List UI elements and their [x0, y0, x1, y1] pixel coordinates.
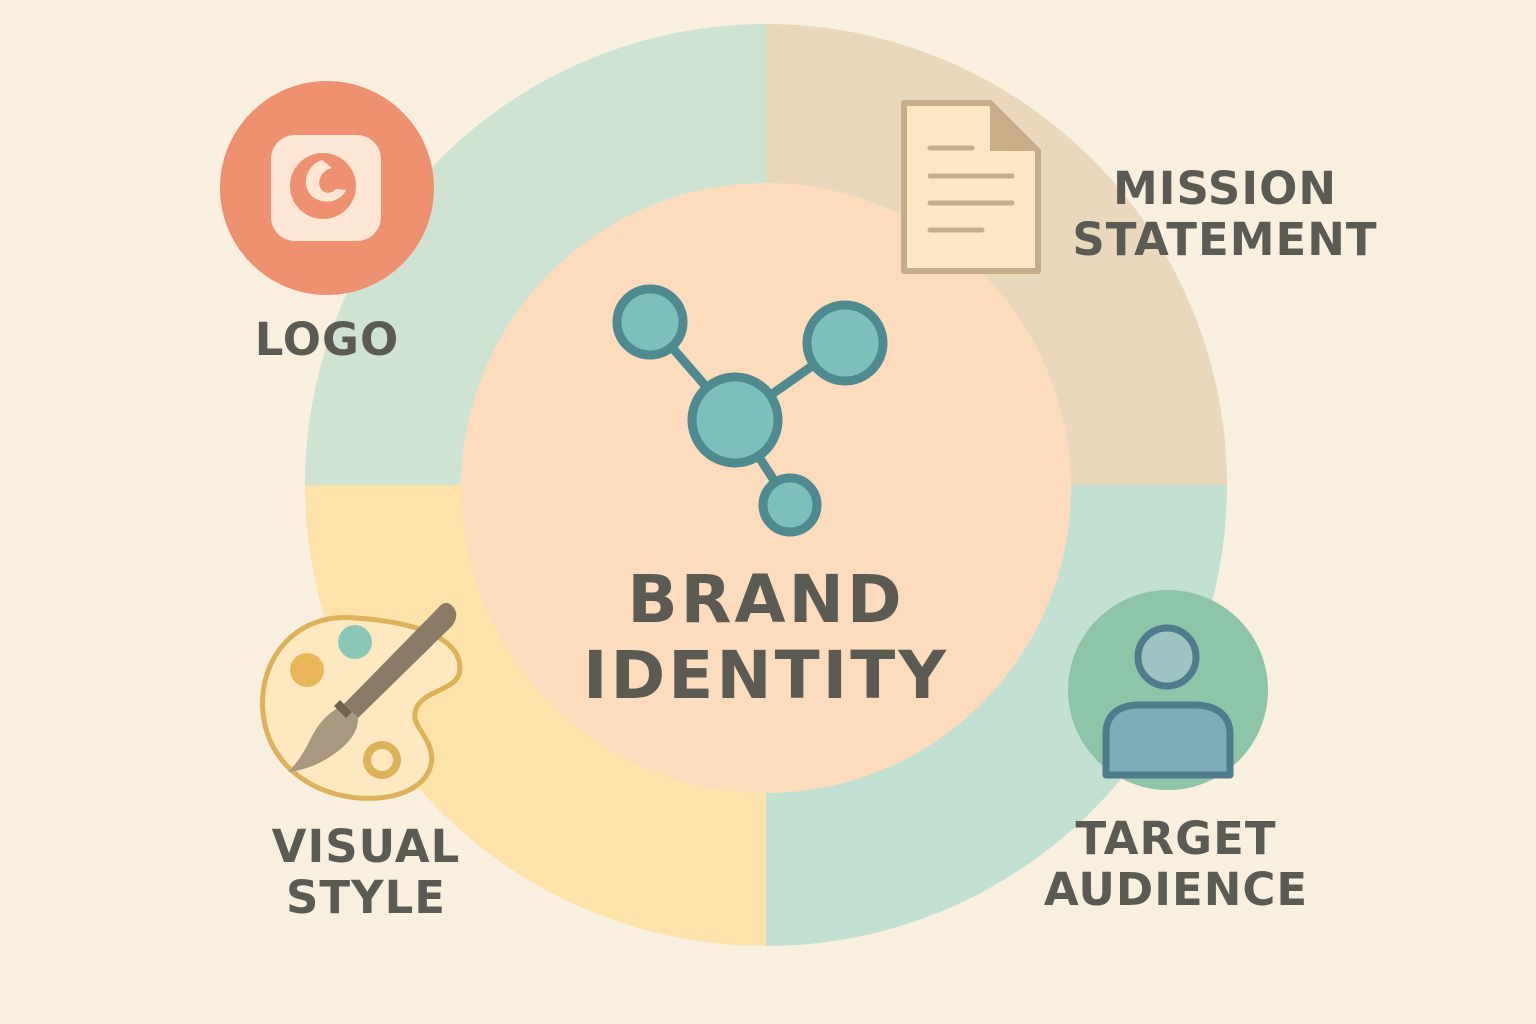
- network-nodes-icon: [612, 284, 888, 537]
- logo-badge-icon: [220, 81, 434, 295]
- center-title: BRAND IDENTITY: [566, 562, 966, 714]
- mission-label-line2: STATEMENT: [1072, 212, 1378, 266]
- audience-label-line2: AUDIENCE: [1043, 862, 1309, 916]
- visual-style-label: VISUAL STYLE: [236, 820, 496, 924]
- visual-label-line1: VISUAL: [271, 820, 461, 873]
- audience-label-line1: TARGET: [1075, 812, 1277, 865]
- mission-label-line1: MISSION: [1113, 162, 1337, 215]
- person-icon: [1068, 590, 1268, 790]
- visual-label-line2: STYLE: [285, 870, 447, 924]
- target-audience-label: TARGET AUDIENCE: [1026, 812, 1326, 916]
- center-title-line1: BRAND: [627, 561, 905, 638]
- mission-statement-label: MISSION STATEMENT: [1060, 162, 1390, 266]
- logo-label-line1: LOGO: [254, 313, 400, 366]
- document-icon: [901, 100, 1041, 274]
- logo-label: LOGO: [207, 313, 447, 366]
- center-title-line2: IDENTITY: [582, 636, 950, 714]
- palette-brush-icon: [260, 603, 463, 801]
